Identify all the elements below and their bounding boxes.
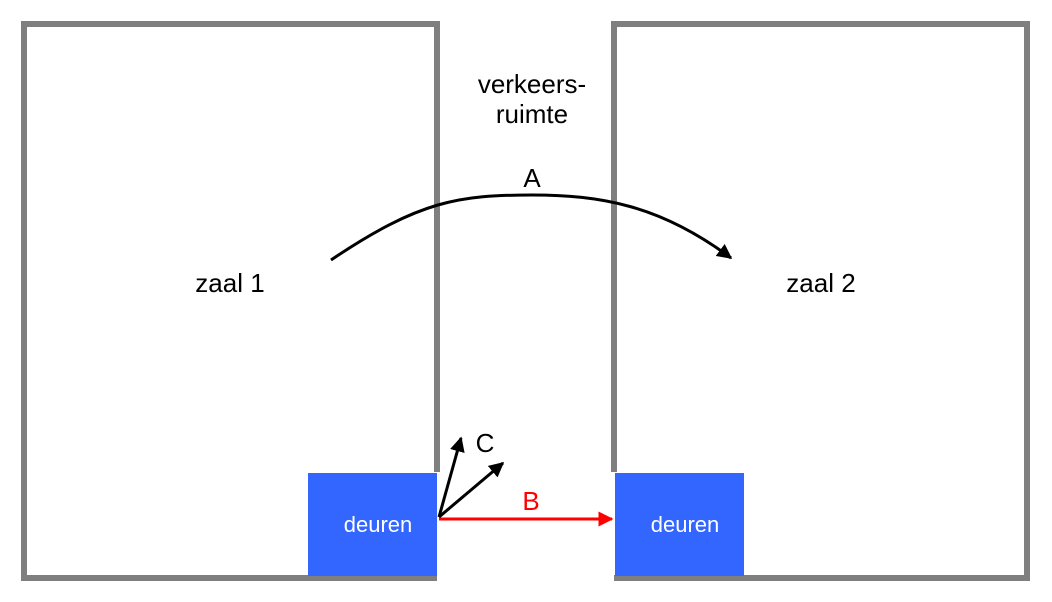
corridor-label-line2: ruimte [496, 99, 568, 129]
room2-label: zaal 2 [786, 268, 855, 298]
door-right [615, 473, 744, 576]
arrow-c-shallow [438, 461, 505, 519]
door-left-label: deuren [344, 512, 413, 537]
arrow-b-label: B [522, 486, 539, 516]
corridor-label-line1: verkeers- [478, 69, 586, 99]
arrow-a [330, 193, 733, 262]
door-left [308, 473, 437, 576]
arrow-c-steep [437, 436, 465, 518]
arrow-c-label: C [476, 428, 495, 458]
arrow-a-label: A [523, 163, 541, 193]
room2-walls [611, 21, 1030, 581]
door-right-label: deuren [651, 512, 720, 537]
room1-label: zaal 1 [195, 268, 264, 298]
room1-walls [21, 21, 440, 581]
